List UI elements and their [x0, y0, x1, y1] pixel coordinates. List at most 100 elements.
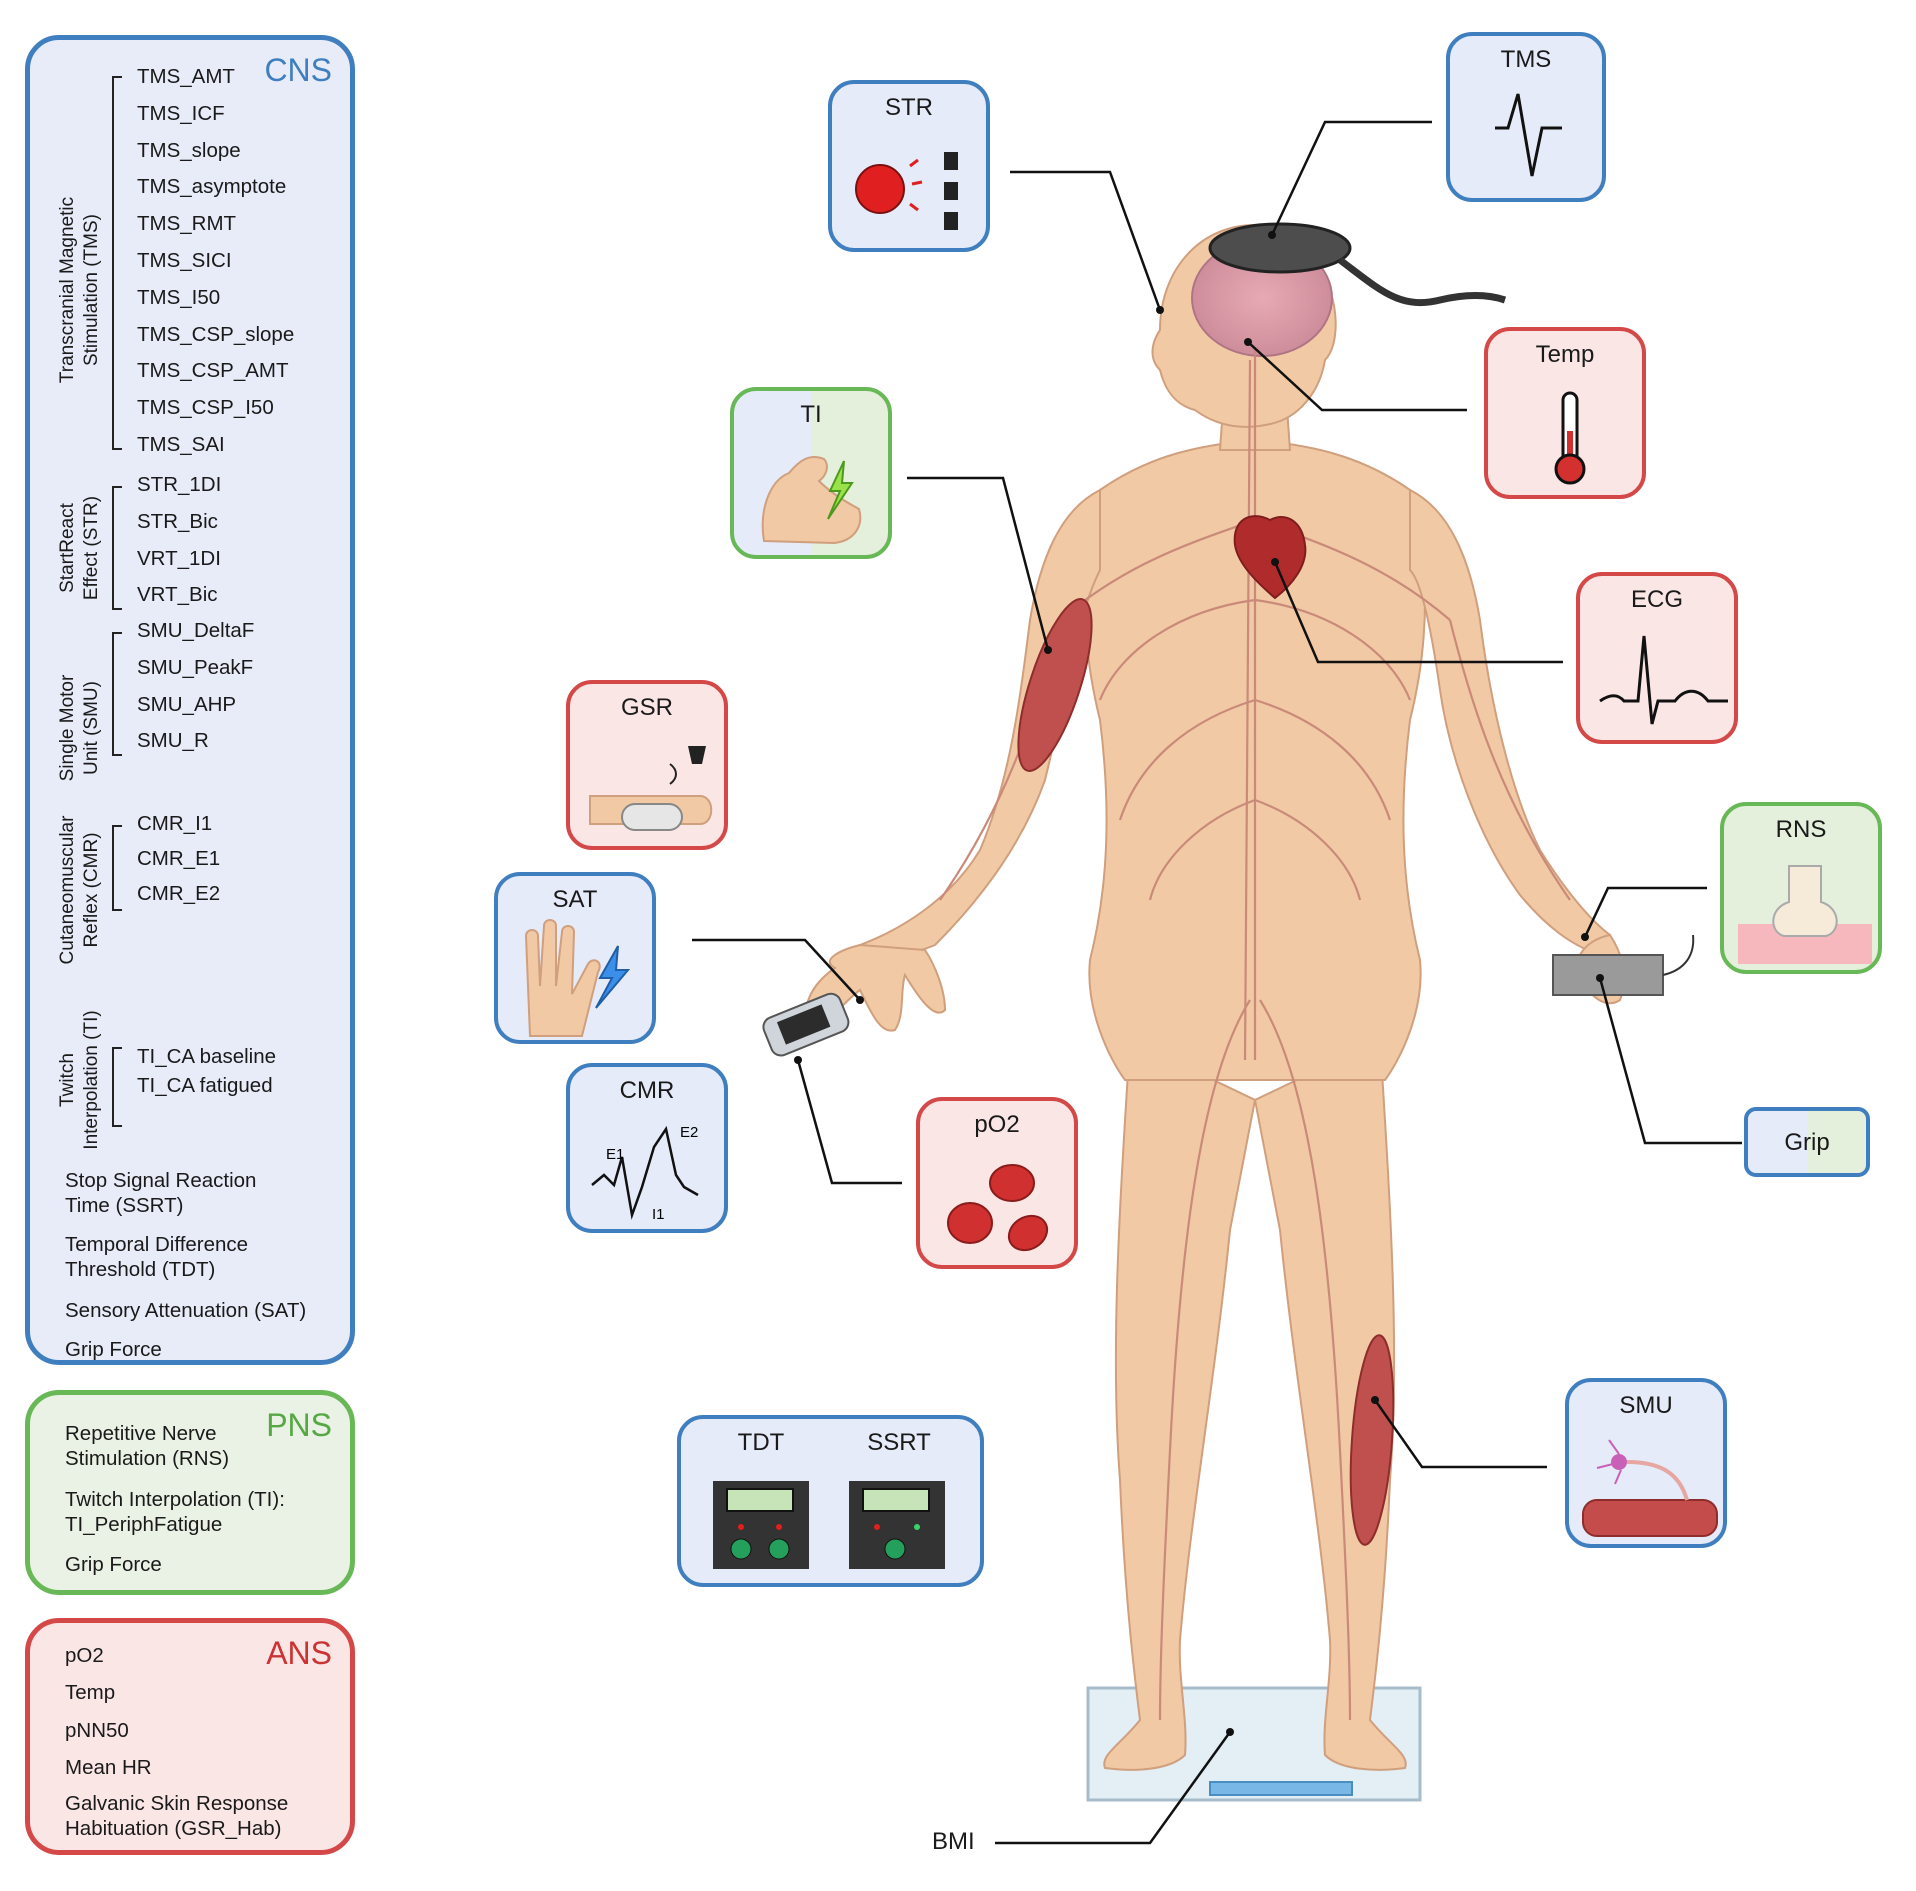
temp-label: Temp — [1535, 341, 1595, 368]
str-box: STR — [828, 80, 990, 252]
list-item: CMR_I1 — [137, 812, 213, 835]
hand-touch-icon — [524, 919, 631, 1037]
grip-label: Grip — [1784, 1129, 1830, 1156]
pns-rns-item: Repetitive Nerve Stimulation (RNS) — [65, 1422, 230, 1470]
tms-label: TMS — [1500, 46, 1552, 73]
str-items: STR_1DI STR_Bic VRT_1DI VRT_Bic — [137, 467, 221, 614]
red-blood-cells-icon — [947, 1164, 1049, 1252]
list-item: TMS_I50 — [137, 285, 221, 309]
list-item: TMS_CSP_slope — [137, 322, 295, 346]
list-item: VRT_Bic — [137, 583, 218, 607]
list-item: TMS_AMT — [137, 65, 235, 88]
cns-title: CNS — [264, 52, 332, 88]
smu-bracket — [112, 632, 122, 756]
list-item: SMU_PeakF — [137, 655, 254, 679]
ans-po2-item: pO2 — [65, 1644, 104, 1667]
list-item: VRT_1DI — [137, 546, 221, 570]
connector-dots — [794, 231, 1604, 1736]
pns-grip-item: Grip Force — [65, 1553, 162, 1576]
str-bracket — [112, 486, 122, 610]
list-item: TI_CA fatigued — [137, 1074, 273, 1097]
ti-items: TI_CA baseline TI_CA fatigued — [137, 1042, 276, 1100]
connector-lines — [692, 120, 1742, 1845]
list-item: TMS_CSP_AMT — [137, 359, 289, 383]
flexed-arm-icon — [761, 455, 862, 545]
grip-box: Grip — [1744, 1107, 1870, 1177]
smu-label: SMU — [1619, 1392, 1673, 1419]
ans-panel: ANS pO2 Temp pNN50 Mean HR Galvanic Skin… — [25, 1618, 355, 1855]
startle-button-icon — [855, 152, 958, 230]
ans-title: ANS — [266, 1635, 332, 1671]
ans-gsr-item: Galvanic Skin Response Habituation (GSR_… — [65, 1792, 289, 1840]
rns-box: RNS — [1720, 802, 1882, 974]
ans-temp-item: Temp — [65, 1681, 116, 1704]
cmr-e2-text: E2 — [680, 1124, 698, 1141]
cns-tdt-item: Temporal Difference Threshold (TDT) — [65, 1233, 249, 1281]
cns-sat-item: Sensory Attenuation (SAT) — [65, 1299, 307, 1322]
tms-bracket — [112, 76, 122, 450]
finger-electrode-icon — [589, 746, 713, 831]
rns-label: RNS — [1775, 816, 1827, 843]
ans-meanhr-item: Mean HR — [65, 1756, 152, 1779]
heart — [1233, 515, 1307, 600]
pns-title: PNS — [266, 1407, 332, 1443]
gsr-label: GSR — [620, 694, 673, 721]
ecg-label: ECG — [1630, 586, 1683, 613]
po2-box: pO2 — [916, 1097, 1078, 1269]
ecg-waveform-icon — [1599, 635, 1728, 725]
synapse-icon — [1738, 865, 1872, 964]
list-item: SMU_AHP — [137, 692, 237, 716]
pns-ti-item: Twitch Interpolation (TI): TI_PeriphFati… — [65, 1488, 285, 1536]
pns-panel: PNS Repetitive Nerve Stimulation (RNS) T… — [25, 1390, 355, 1595]
list-item: TI_CA baseline — [137, 1045, 277, 1068]
cmr-e1-text: E1 — [606, 1146, 624, 1163]
po2-label: pO2 — [974, 1111, 1020, 1138]
response-devices-icon — [713, 1481, 945, 1569]
ecg-box: ECG — [1576, 572, 1738, 744]
tdt-label: TDT — [737, 1429, 785, 1456]
bicep-muscle — [1017, 598, 1093, 772]
smu-items: SMU_DeltaF SMU_PeakF SMU_AHP SMU_R — [137, 613, 254, 760]
grip-dynamometer — [1552, 934, 1695, 996]
list-item: CMR_E2 — [137, 882, 221, 905]
list-item: TMS_SICI — [137, 248, 232, 272]
tms-box: TMS — [1446, 32, 1606, 202]
cns-grip-item: Grip Force — [65, 1338, 162, 1361]
ans-pnn50-item: pNN50 — [65, 1719, 129, 1742]
pulse-oximeter — [762, 992, 850, 1057]
sat-label: SAT — [552, 886, 598, 913]
list-item: TMS_asymptote — [137, 175, 287, 199]
sat-box: SAT — [494, 872, 656, 1044]
cns-ssrt-item: Stop Signal Reaction Time (SSRT) — [65, 1169, 257, 1217]
cns-panel: CNS Transcranial Magnetic Stimulation (T… — [25, 35, 355, 1365]
list-item: TMS_CSP_I50 — [137, 396, 274, 420]
cmr-box: CMR E1 E2 I1 — [566, 1063, 728, 1233]
list-item: TMS_slope — [137, 138, 241, 162]
cmr-label: CMR — [619, 1077, 675, 1104]
cmr-items: CMR_I1 CMR_E1 CMR_E2 — [137, 806, 220, 911]
ti-label: TI — [800, 401, 822, 428]
tms-items: TMS_AMT TMS_ICF TMS_slope TMS_asymptote … — [137, 59, 294, 464]
thermometer-icon — [1554, 391, 1586, 485]
list-item: CMR_E1 — [137, 847, 221, 870]
list-item: STR_Bic — [137, 509, 218, 533]
cmr-i1-text: I1 — [652, 1206, 665, 1223]
calf-muscle — [1349, 1334, 1395, 1546]
ti-box: TI — [730, 387, 892, 559]
list-item: TMS_ICF — [137, 101, 225, 125]
list-item: TMS_SAI — [137, 432, 225, 456]
list-item: SMU_DeltaF — [137, 619, 255, 642]
cmr-waveform-icon: E1 E2 I1 — [591, 1124, 699, 1223]
gsr-box: GSR — [566, 680, 728, 850]
tdt-ssrt-box: TDT SSRT — [677, 1415, 984, 1587]
bmi-label: BMI — [932, 1828, 975, 1855]
smu-box: SMU — [1565, 1378, 1727, 1548]
mep-waveform-icon — [1495, 93, 1562, 177]
ti-bracket — [112, 1047, 122, 1127]
motor-unit-icon — [1582, 1439, 1718, 1537]
cmr-bracket — [112, 825, 122, 911]
list-item: TMS_RMT — [137, 212, 237, 236]
list-item: SMU_R — [137, 729, 209, 753]
temp-box: Temp — [1484, 327, 1646, 499]
